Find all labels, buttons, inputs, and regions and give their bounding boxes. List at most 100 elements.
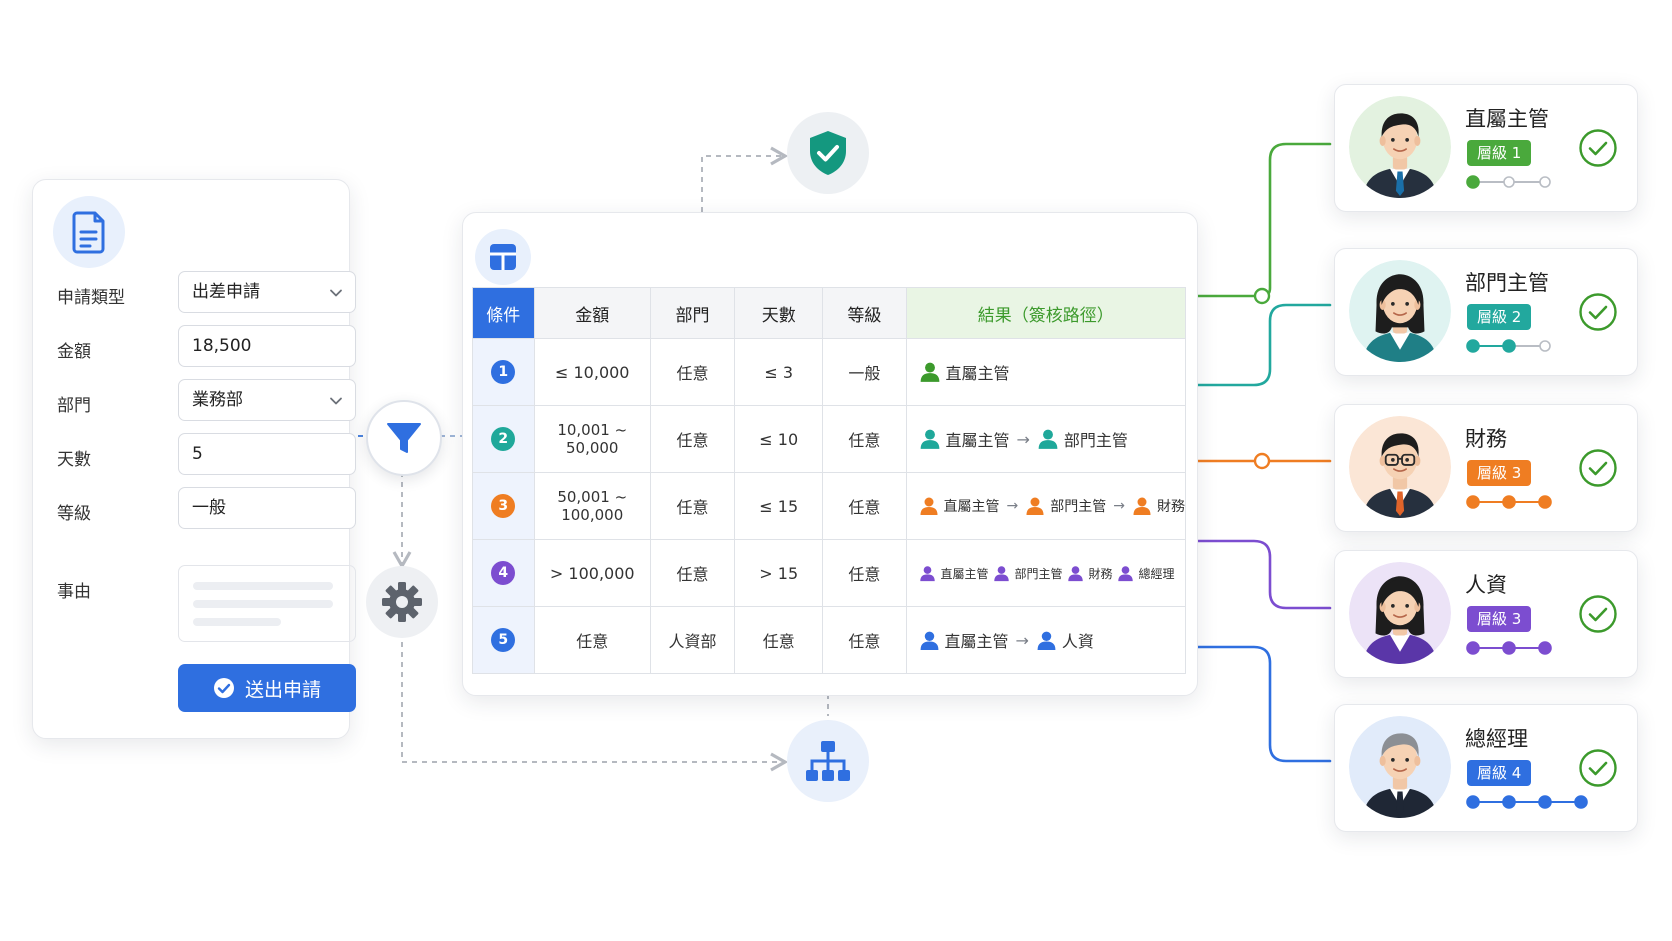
reason-row: 事由 [57, 565, 356, 642]
rule-amount-cell: > 100,000 [533, 539, 651, 607]
rule-amount-cell: 50,001 ~ 100,000 [533, 472, 651, 540]
rule-result-cell: 直屬主管 → 人資 [905, 606, 1186, 674]
rule-days-cell: > 15 [734, 539, 824, 607]
check-circle-icon [213, 678, 234, 698]
avatar [1349, 260, 1451, 362]
chain-step: 財務 [1067, 565, 1113, 582]
chain-arrow: → [1016, 429, 1030, 449]
rule-level-cell: 任意 [822, 539, 907, 607]
person-icon [1133, 497, 1151, 515]
submit-button[interactable]: 送出申請 [178, 664, 356, 712]
avatar [1349, 716, 1451, 818]
chain-arrow: → [1015, 630, 1029, 650]
chain-step: 直屬主管 [919, 628, 1009, 652]
approver-card[interactable]: 直屬主管層級 1 [1334, 84, 1638, 212]
hierarchy-node[interactable] [787, 720, 869, 802]
approver-card[interactable]: 人資層級 3 [1334, 550, 1638, 678]
approver-title: 財務 [1465, 427, 1507, 451]
approval-route [1196, 452, 1332, 470]
filter-funnel-icon [387, 423, 421, 453]
person-icon [993, 565, 1009, 581]
header-condition: 條件 [472, 287, 535, 339]
text-field[interactable]: 一般 [178, 487, 356, 529]
progress-step [1538, 795, 1552, 809]
check-circle-icon [1579, 595, 1617, 633]
chain-step-label: 財務 [1088, 566, 1113, 581]
select-field[interactable]: 業務部 [178, 379, 356, 421]
table-header-row: 條件 金額 部門 天數 等級 結果（簽核路徑） [472, 287, 1186, 339]
rule-number-badge: 3 [491, 494, 516, 518]
person-icon [1037, 631, 1056, 650]
rule-number-cell: 1 [472, 338, 535, 406]
chain-step: 財務 [1132, 496, 1185, 516]
rule-days-cell: ≤ 3 [734, 338, 824, 406]
rule-dept-cell: 任意 [649, 539, 736, 607]
progress-step [1502, 339, 1516, 353]
chevron-down-icon [330, 289, 342, 297]
rule-number-cell: 4 [472, 539, 535, 607]
rule-number-badge: 4 [491, 561, 516, 585]
chain-step-label: 部門主管 [1014, 566, 1063, 581]
reason-textarea[interactable] [178, 565, 356, 642]
progress-step [1466, 495, 1480, 509]
approver-card[interactable]: 總經理層級 4 [1334, 704, 1638, 832]
chain-step-label: 人資 [1061, 632, 1094, 651]
approval-route [1196, 305, 1332, 387]
submit-label: 送出申請 [244, 678, 321, 701]
approver-card[interactable]: 財務層級 3 [1334, 404, 1638, 532]
person-icon [920, 362, 939, 382]
check-circle-icon [1579, 449, 1617, 487]
security-node[interactable] [787, 112, 869, 194]
header-days: 天數 [734, 287, 824, 339]
route-junction [1253, 452, 1271, 470]
progress-step [1502, 495, 1516, 509]
progress-step [1539, 176, 1551, 188]
approver-card[interactable]: 部門主管層級 2 [1334, 248, 1638, 376]
chain-step-label: 直屬主管 [943, 499, 1000, 515]
progress-step [1538, 641, 1552, 655]
select-field[interactable]: 出差申請 [178, 271, 356, 313]
rule-days-cell: 任意 [734, 606, 824, 674]
approval-progress [1466, 641, 1552, 655]
rule-number-cell: 5 [472, 606, 535, 674]
rule-level-cell: 任意 [822, 606, 907, 674]
chain-step-label: 直屬主管 [945, 431, 1010, 450]
table-to-shield-line [701, 146, 789, 212]
approval-chain: 直屬主管部門主管財務總經理 [919, 565, 1186, 582]
shield-check-icon [810, 131, 846, 175]
chain-step-label: 直屬主管 [945, 364, 1010, 383]
settings-node[interactable] [366, 566, 438, 638]
chain-step-label: 部門主管 [1050, 499, 1107, 515]
approver-title: 部門主管 [1465, 271, 1549, 295]
text-field[interactable]: 18,500 [178, 325, 356, 367]
form-row: 等級一般 [57, 487, 356, 531]
rule-number-cell: 3 [472, 472, 535, 540]
filter-node[interactable] [366, 400, 442, 476]
person-icon [919, 565, 935, 581]
progress-step [1538, 495, 1552, 509]
level-badge: 層級 4 [1467, 760, 1532, 786]
chain-step-label: 財務 [1156, 499, 1185, 515]
rule-amount-cell: 任意 [533, 606, 651, 674]
header-amount: 金額 [533, 287, 651, 339]
person-icon [920, 497, 937, 515]
header-department: 部門 [649, 287, 736, 339]
approval-chain: 直屬主管→部門主管 [919, 427, 1186, 451]
header-level: 等級 [822, 287, 907, 339]
document-icon [53, 196, 125, 268]
avatar [1349, 562, 1451, 664]
chevron-down-icon [330, 397, 342, 405]
text-field[interactable]: 5 [178, 433, 356, 475]
check-circle-icon [1579, 293, 1617, 331]
rule-days-cell: ≤ 10 [734, 405, 824, 473]
rule-number-badge: 5 [491, 628, 516, 652]
